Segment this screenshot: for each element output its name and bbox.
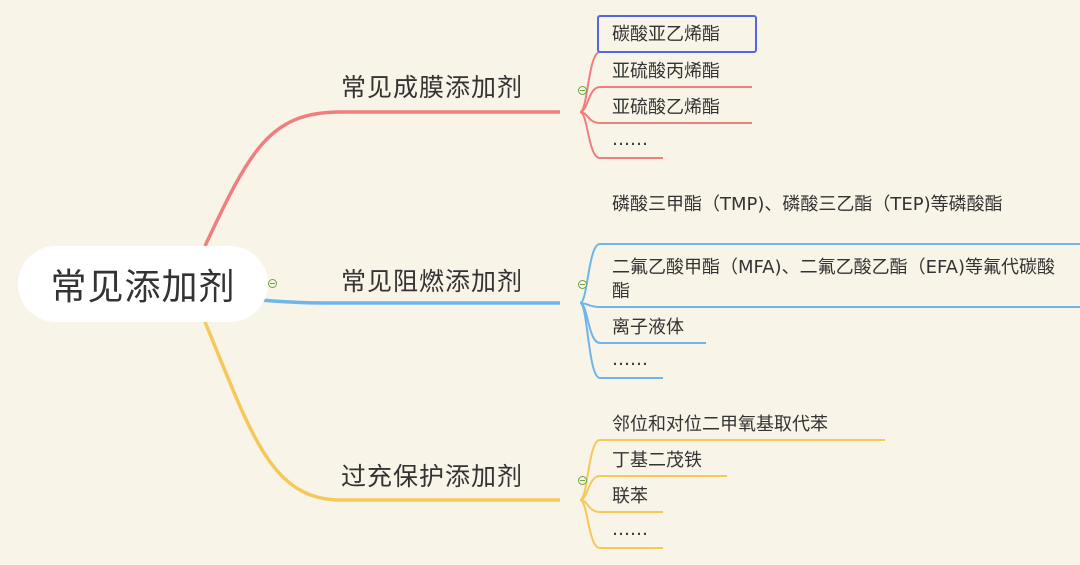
leaf-butylferrocene[interactable]: 丁基二茂铁 (612, 450, 702, 471)
branch-topic-flame-retardant[interactable]: 常见阻燃添加剂 (341, 267, 524, 296)
link-root-branch1 (203, 110, 560, 247)
leaf-ethylene-sulfite[interactable]: 亚硫酸乙烯酯 (612, 97, 720, 118)
leaf-vinylene-carbonate[interactable]: 碳酸亚乙烯酯 (612, 24, 720, 45)
selection-frame (597, 15, 757, 53)
leaf-ellipsis[interactable]: …… (612, 129, 648, 150)
links-branch3-leaves (579, 439, 885, 549)
leaf-ionic-liquid[interactable]: 离子液体 (612, 317, 684, 338)
links-branch2-leaves (579, 243, 1080, 379)
leaf-dimethoxybenzene[interactable]: 邻位和对位二甲氧基取代苯 (612, 414, 828, 435)
root-topic[interactable]: 常见添加剂 (18, 246, 268, 322)
link-root-branch3 (203, 321, 560, 502)
leaf-biphenyl[interactable]: 联苯 (612, 486, 648, 507)
branch1-collapse-icon[interactable] (578, 86, 587, 95)
leaf-phosphates[interactable]: 磷酸三甲酯（TMP)、磷酸三乙酯（TEP)等磷酸酯 (612, 194, 1003, 215)
leaf-propylene-sulfite[interactable]: 亚硫酸丙烯酯 (612, 61, 720, 82)
leaf-ellipsis[interactable]: …… (612, 519, 648, 540)
leaf-ellipsis[interactable]: …… (612, 349, 648, 370)
link-root-branch2 (259, 298, 560, 305)
leaf-fluorinated-carbonates[interactable]: 二氟乙酸甲酯（MFA)、二氟乙酸乙酯（EFA)等氟代碳酸酯 (612, 257, 1055, 302)
root-collapse-icon[interactable] (268, 279, 277, 288)
root-topic-label: 常见添加剂 (50, 267, 236, 308)
branch2-collapse-icon[interactable] (578, 280, 587, 289)
branch-topic-overcharge-protection[interactable]: 过充保护添加剂 (341, 462, 524, 491)
branch-topic-film-forming[interactable]: 常见成膜添加剂 (341, 73, 524, 102)
branch3-collapse-icon[interactable] (578, 476, 587, 485)
